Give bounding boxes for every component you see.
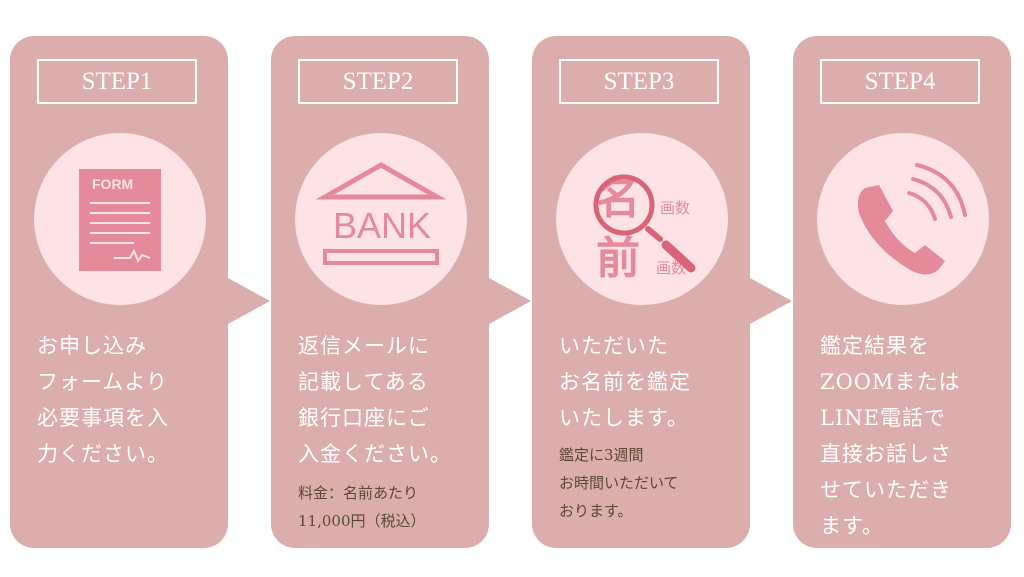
svg-text:前: 前: [596, 233, 640, 284]
step-description: 返信メールに 記載してある 銀行口座にご 入金ください。: [298, 334, 452, 466]
arrow-right-icon: [489, 278, 531, 324]
icon-circle: [817, 133, 989, 305]
price-note: 料金：名前あたり 11,000円（税込）: [298, 484, 426, 530]
svg-text:画数: 画数: [656, 259, 686, 277]
icon-circle: BANK: [295, 133, 467, 305]
step-label: STEP1: [37, 59, 197, 104]
step-card-2: STEP2 BANK 返信メールに 記載してある 銀行口座にご 入金ください。 …: [271, 36, 489, 548]
step-card-4: STEP4 鑑定結果を ZOOMまたは LINE電話で 直接お話しさ せていただ…: [793, 36, 1011, 548]
svg-text:名: 名: [596, 173, 640, 224]
svg-text:BANK: BANK: [333, 205, 431, 246]
phone-icon: [857, 163, 967, 275]
duration-note: 鑑定に3週間 お時間いただいて おります。: [559, 446, 679, 520]
arrow-right-icon: [750, 278, 792, 324]
step-description: いただいた お名前を鑑定 いたします。: [559, 334, 691, 430]
step-description: 鑑定結果を ZOOMまたは LINE電話で 直接お話しさ せていただき ます。: [820, 334, 961, 538]
step-label: STEP3: [559, 59, 719, 104]
icon-circle: 名 前 画数 画数: [556, 133, 728, 305]
bank-icon: BANK: [315, 162, 447, 265]
step-card-3: STEP3 名 前 画数 画数 いただいた お名前を鑑定 いたします。 鑑定に3…: [532, 36, 750, 548]
svg-text:FORM: FORM: [92, 176, 133, 192]
arrow-right-icon: [228, 278, 270, 324]
name-magnifier-icon: 名 前 画数 画数: [593, 173, 696, 284]
step-label: STEP4: [820, 59, 980, 104]
step-card-1: STEP1 FORM お申し込み フォームより 必要事項を入 力ください。: [10, 36, 228, 548]
step-description: お申し込み フォームより 必要事項を入 力ください。: [37, 334, 169, 466]
svg-text:画数: 画数: [660, 199, 690, 217]
icon-circle: FORM: [34, 133, 206, 305]
form-document-icon: FORM: [79, 169, 161, 271]
step-label: STEP2: [298, 59, 458, 104]
